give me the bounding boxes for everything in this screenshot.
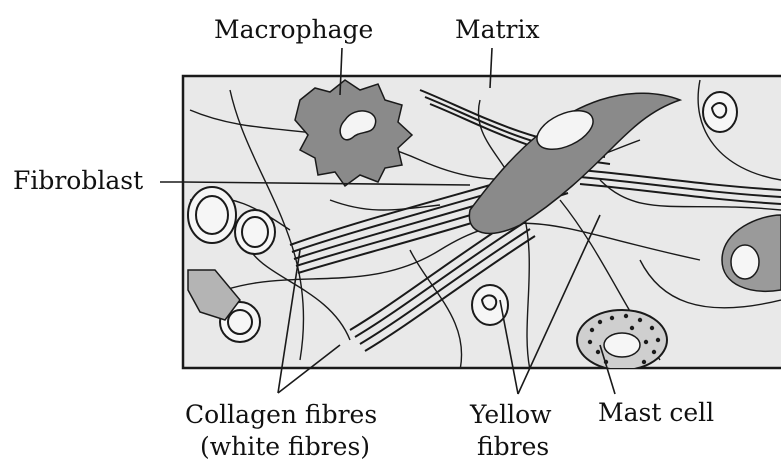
- yellow-fibres-sublabel: fibres: [477, 434, 549, 459]
- collagen-fibres-sublabel: (white fibres): [200, 434, 370, 459]
- right-edge-cell-nucleus: [731, 245, 759, 279]
- macrophage-label: Macrophage: [214, 17, 373, 42]
- mast-cell-label: Mast cell: [598, 400, 714, 425]
- matrix-label: Matrix: [455, 17, 540, 42]
- collagen-fibres-label: Collagen fibres: [185, 402, 377, 427]
- yellow-fibres-label: Yellow: [470, 402, 552, 427]
- mast-cell-nucleus: [604, 333, 640, 357]
- fibroblast-label: Fibroblast: [13, 168, 143, 193]
